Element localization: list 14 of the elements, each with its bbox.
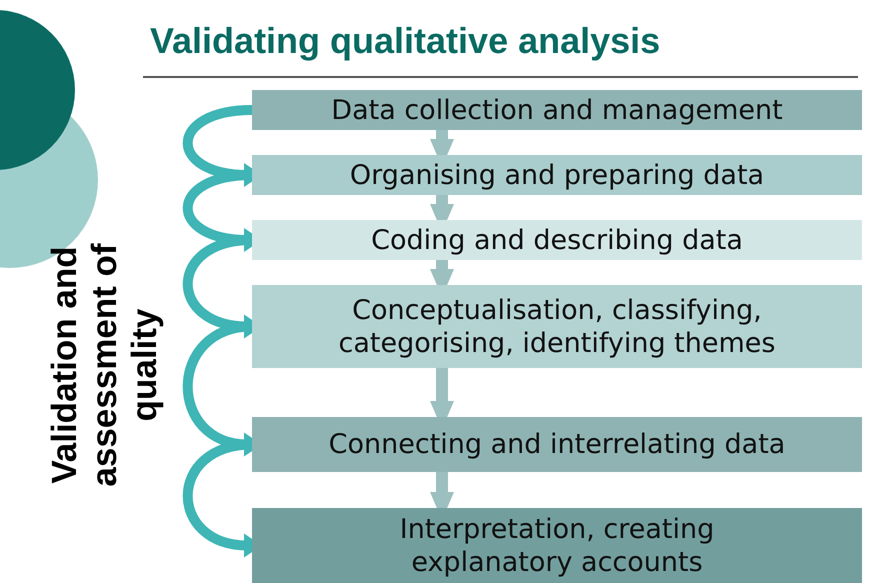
process-box bbox=[252, 220, 862, 260]
process-box bbox=[252, 285, 862, 368]
step-text: Conceptualisation, classifying, categorising, identifying themes bbox=[338, 294, 776, 360]
step-text: Coding and describing data bbox=[371, 224, 743, 256]
vertical-label: Validation and assessment of quality bbox=[45, 242, 165, 489]
process-box bbox=[252, 155, 862, 195]
step-text: Data collection and management bbox=[331, 94, 783, 126]
process-box bbox=[252, 417, 862, 472]
title: Validating qualitative analysis bbox=[150, 19, 660, 63]
step-text: Organising and preparing data bbox=[350, 158, 764, 192]
process-box bbox=[252, 90, 862, 130]
step-text: Connecting and interrelating data bbox=[328, 428, 786, 461]
process-box bbox=[252, 508, 862, 583]
step-text: Interpretation, creating explanatory accounts bbox=[398, 512, 716, 578]
